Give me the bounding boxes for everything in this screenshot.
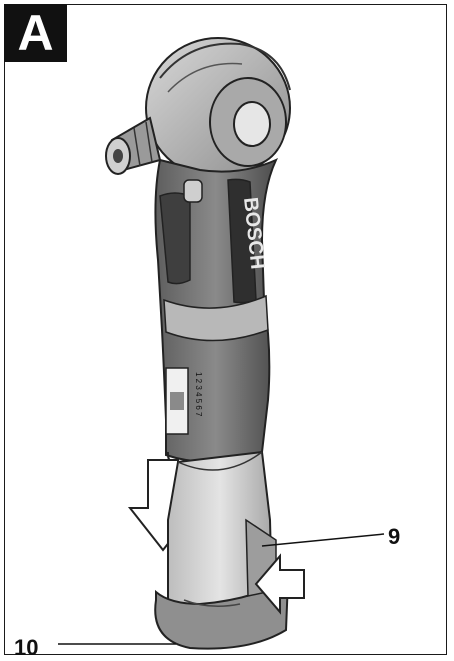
torque-dial-scale: 1 2 3 4 5 6 7 [194,372,203,417]
figure-frame [4,4,447,655]
callout-10-label: 10 [14,635,39,660]
battery-pack [154,450,290,650]
callout-9-leader [261,533,385,547]
callout-9-label: 9 [388,524,401,549]
chuck [105,116,162,175]
panel-label-badge: A [4,4,67,62]
angle-head [145,37,291,179]
release-button-arrow [254,553,305,615]
tool-body [154,158,279,463]
